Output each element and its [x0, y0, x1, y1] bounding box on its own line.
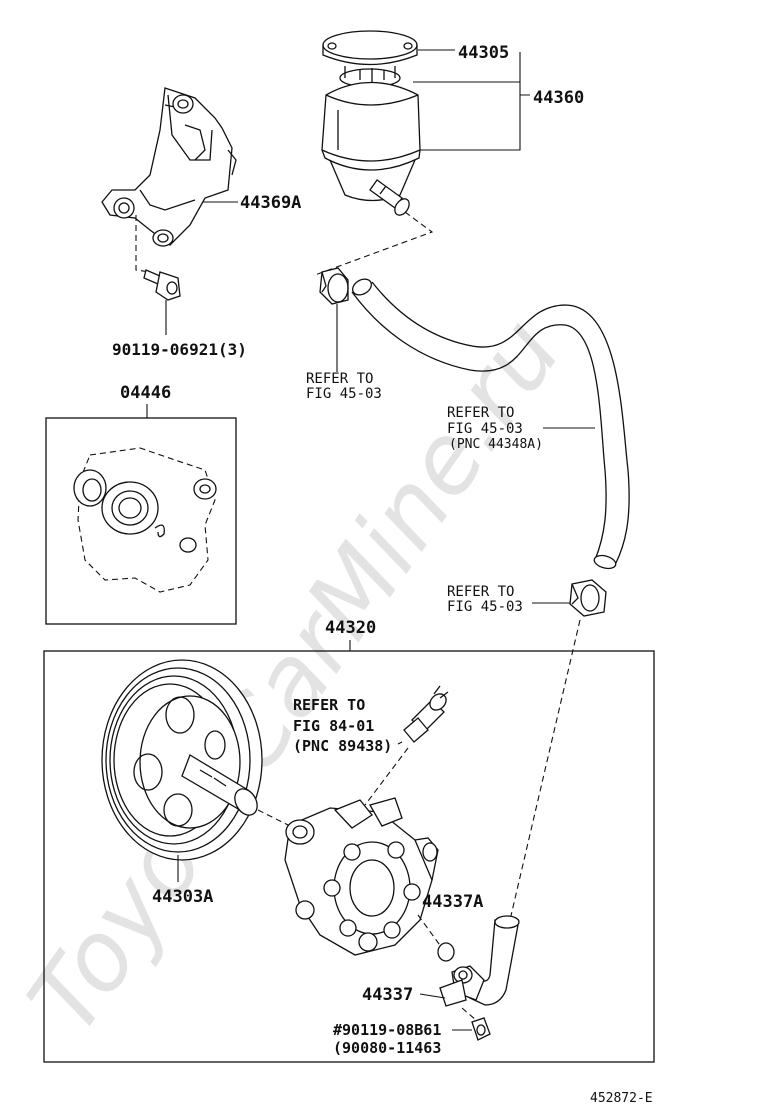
clamp-lower [569, 579, 607, 617]
part-04446-label: 04446 [120, 383, 171, 403]
pump-body [284, 797, 439, 956]
ref-clamp-upper-line1: REFER TO [306, 371, 373, 387]
part-44369A-label: 44369A [240, 193, 301, 213]
part-90119-06921-label: 90119-06921(3) [112, 340, 247, 359]
link-pipe-bolt [461, 1007, 477, 1021]
ref-clamp-lower-line1: REFER TO [447, 584, 514, 600]
part-90080-11463-label: (90080-11463 [333, 1039, 441, 1057]
inlet-pipe [439, 915, 520, 1007]
leader-44360 [413, 52, 530, 151]
ref-sensor-line1: REFER TO [293, 696, 365, 714]
part-44360-label: 44360 [533, 88, 584, 108]
part-44337-label: 44337 [362, 985, 413, 1005]
o-ring [437, 942, 455, 962]
pump-assembly-box [43, 650, 655, 1063]
figure-id: 452872-E [590, 1091, 653, 1106]
part-90119-08B61-label: #90119-08B61 [333, 1021, 441, 1039]
part-44337A-label: 44337A [422, 892, 483, 912]
bolt-90119-06921 [143, 269, 181, 301]
gasket-kit [73, 447, 217, 593]
part-44320-label: 44320 [325, 618, 376, 638]
clamp-upper [319, 267, 349, 305]
ref-sensor-line3: (PNC 89438) [293, 737, 392, 755]
ref-hose-line2: FIG 45-03 [447, 421, 523, 437]
part-44305-label: 44305 [458, 43, 509, 63]
ref-clamp-lower-line2: FIG 45-03 [447, 599, 523, 615]
leader-44337 [419, 993, 446, 999]
reservoir-tank [321, 30, 421, 216]
ref-hose-line1: REFER TO [447, 405, 514, 421]
ref-clamp-upper-line2: FIG 45-03 [306, 386, 382, 402]
leader-sensor [397, 741, 403, 745]
ref-hose-line3: (PNC 44348A) [449, 437, 543, 452]
bracket [101, 87, 237, 247]
link-reservoir-clamp [314, 211, 434, 276]
link-clamp-pipe [509, 619, 581, 921]
gasket-kit-box [45, 417, 237, 625]
pressure-sensor [403, 685, 449, 743]
part-44303A-label: 44303A [152, 887, 213, 907]
ref-sensor-line2: FIG 84-01 [293, 717, 374, 735]
pulley [101, 659, 263, 861]
return-hose [351, 278, 630, 570]
link-sensor-pump [364, 747, 409, 806]
link-oring [417, 914, 443, 949]
bolt-90119-08B61 [471, 1017, 491, 1041]
link-shaft-pump [257, 809, 291, 827]
